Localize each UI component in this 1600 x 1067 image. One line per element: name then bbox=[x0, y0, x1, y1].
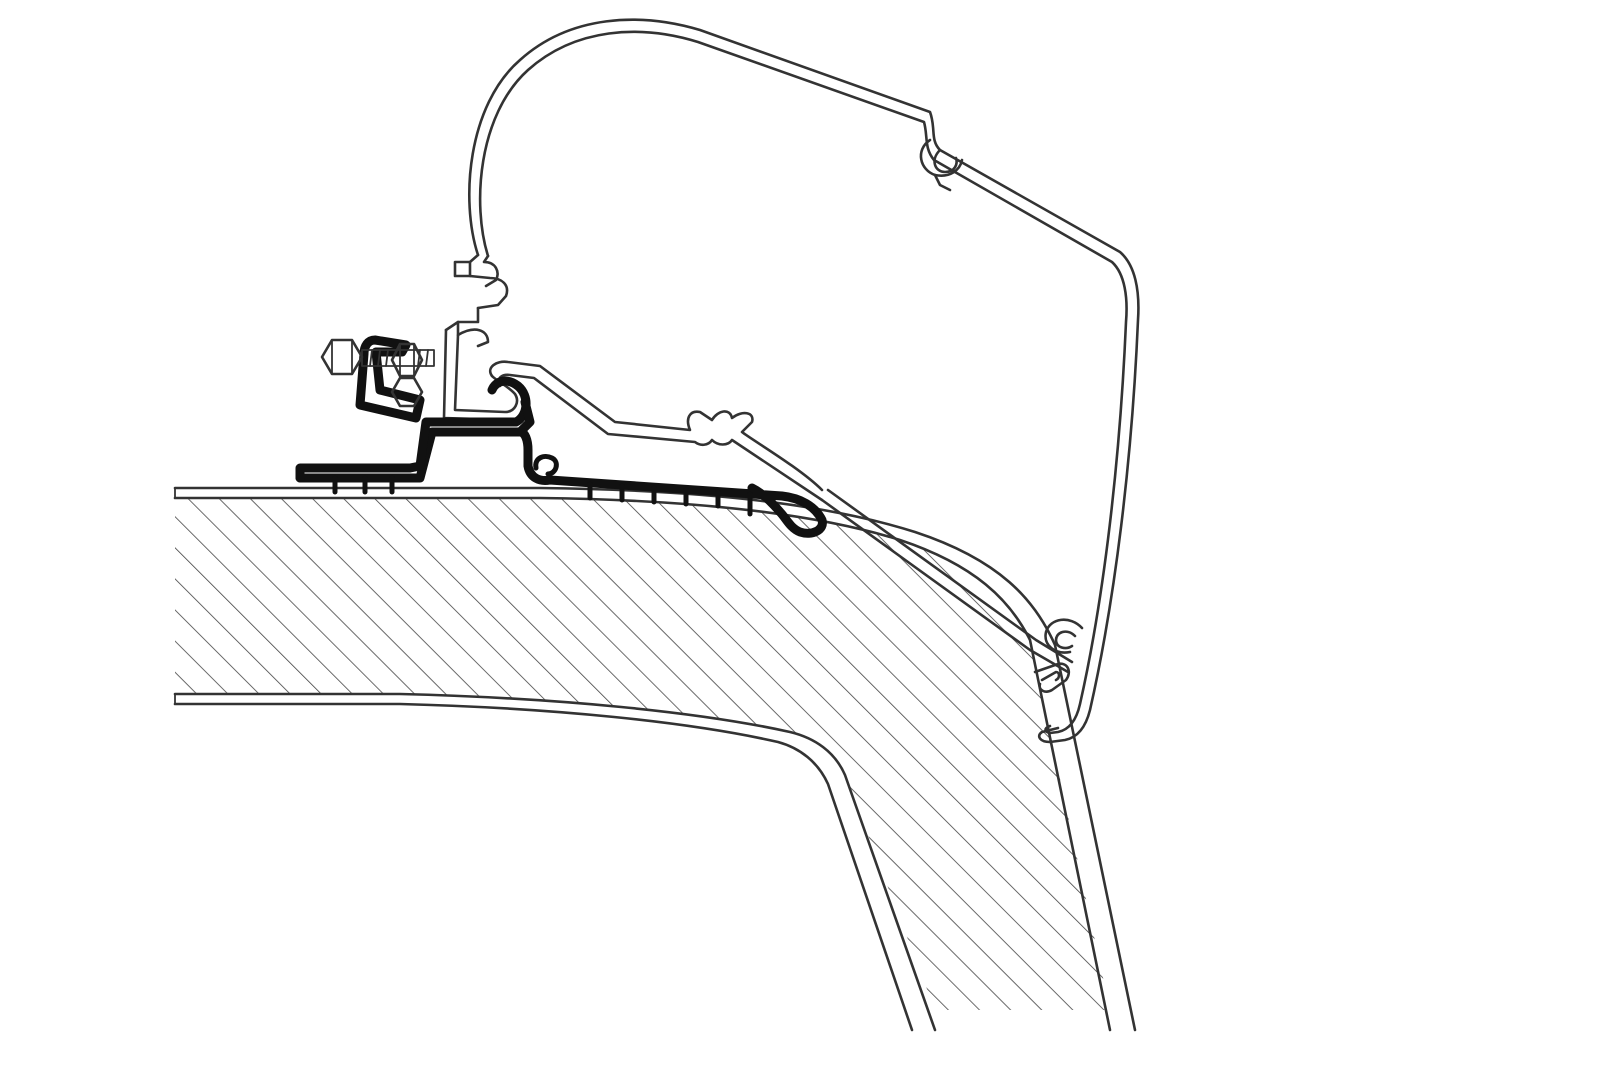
bolt-and-nut bbox=[320, 338, 435, 408]
awning-case-profile bbox=[442, 18, 1140, 744]
adapter-rail bbox=[488, 360, 824, 502]
roof-mount-bracket bbox=[295, 335, 827, 538]
vehicle-roof-section bbox=[173, 486, 1137, 1032]
